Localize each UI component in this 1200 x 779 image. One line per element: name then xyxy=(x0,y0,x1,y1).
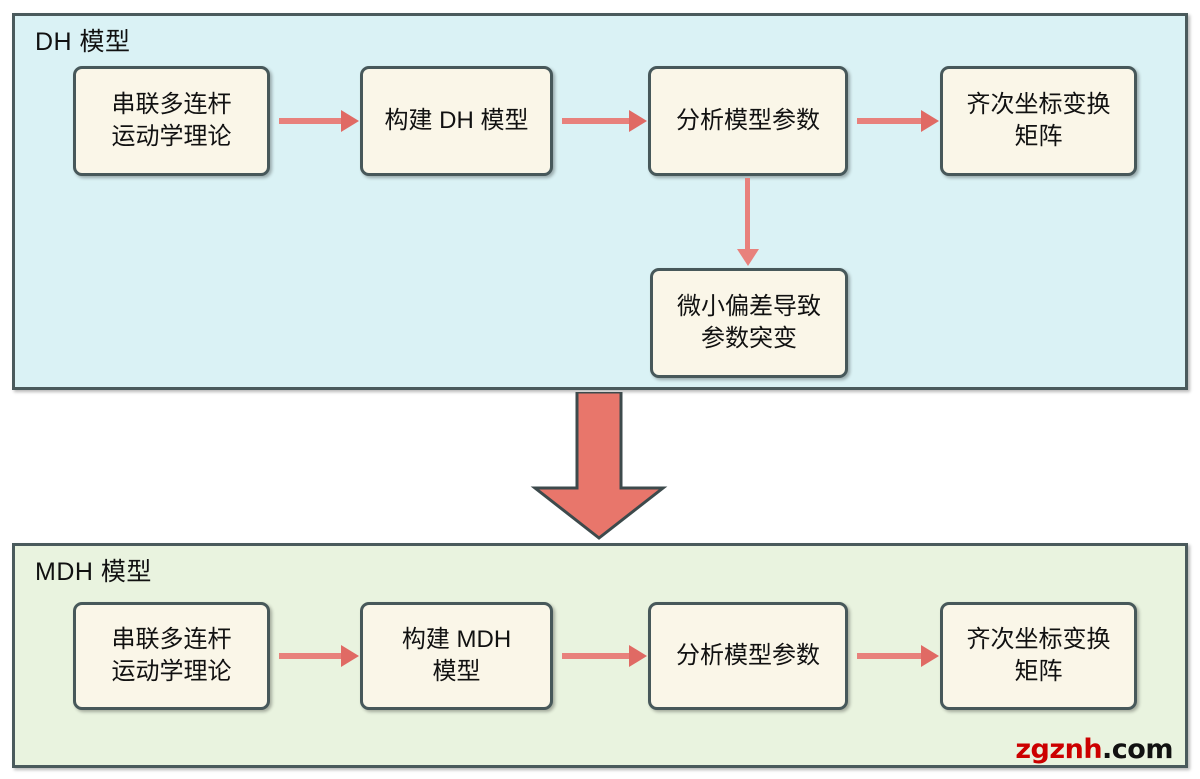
mdh-node-series-linkage-kinematics: 串联多连杆 运动学理论 xyxy=(73,602,270,710)
mdh-node-homogeneous-transform-matrix: 齐次坐标变换 矩阵 xyxy=(940,602,1137,710)
dh-node-4-label: 齐次坐标变换 矩阵 xyxy=(966,90,1111,150)
mdh-node-4-label: 齐次坐标变换 矩阵 xyxy=(966,625,1111,685)
dh-node-3-label: 分析模型参数 xyxy=(676,106,820,134)
dh-arrow-1-to-2 xyxy=(279,118,342,124)
dh-arrow-3-to-4 xyxy=(857,118,922,124)
mdh-arrow-1-to-2 xyxy=(279,653,342,659)
dh-node-1-label: 串联多连杆 运动学理论 xyxy=(111,90,232,150)
mdh-panel-title: MDH 模型 xyxy=(35,558,152,586)
dh-node-build-dh-model: 构建 DH 模型 xyxy=(360,66,553,176)
mdh-node-3-label: 分析模型参数 xyxy=(676,641,820,669)
dh-panel-title: DH 模型 xyxy=(35,28,131,56)
watermark-primary: zgznh xyxy=(1015,734,1103,765)
dh-node-homogeneous-transform-matrix: 齐次坐标变换 矩阵 xyxy=(940,66,1137,176)
dh-node-small-deviation-parameter-jump: 微小偏差导致 参数突变 xyxy=(650,268,848,378)
mdh-arrow-2-to-3 xyxy=(562,653,630,659)
dh-arrow-2-to-3 xyxy=(562,118,630,124)
mdh-node-analyze-model-parameters: 分析模型参数 xyxy=(648,602,848,710)
dh-arrow-3-to-5 xyxy=(745,178,750,250)
dh-node-series-linkage-kinematics: 串联多连杆 运动学理论 xyxy=(73,66,270,176)
site-watermark: zgznh.com xyxy=(1015,736,1173,763)
mdh-node-1-label: 串联多连杆 运动学理论 xyxy=(111,625,232,685)
watermark-suffix: .com xyxy=(1102,734,1173,765)
dh-node-2-label: 构建 DH 模型 xyxy=(384,106,529,134)
dh-node-analyze-model-parameters: 分析模型参数 xyxy=(648,66,848,176)
transition-down-arrow-icon xyxy=(525,392,673,540)
mdh-node-2-label: 构建 MDH 模型 xyxy=(401,625,512,685)
dh-node-5-label: 微小偏差导致 参数突变 xyxy=(677,292,821,352)
mdh-node-build-mdh-model: 构建 MDH 模型 xyxy=(360,602,553,710)
mdh-arrow-3-to-4 xyxy=(857,653,922,659)
